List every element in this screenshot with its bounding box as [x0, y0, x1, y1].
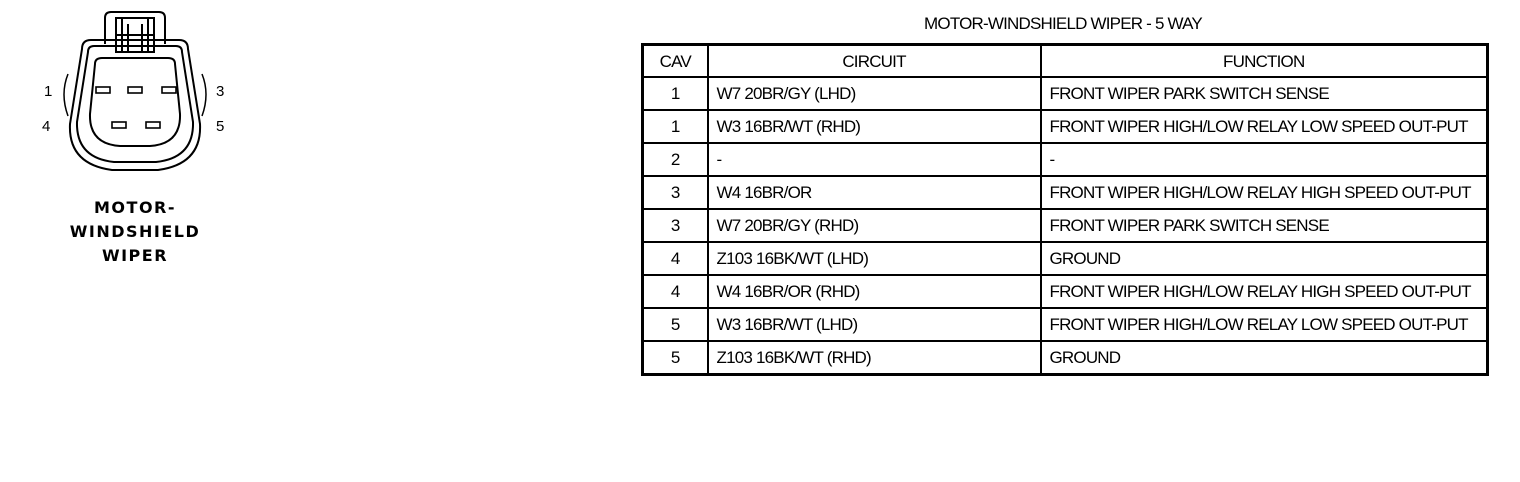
cav-cell: 1 — [641, 76, 709, 111]
pin-label-1: 1 — [44, 83, 52, 100]
connector-housing-outer — [68, 39, 202, 171]
function-cell: FRONT WIPER HIGH/LOW RELAY HIGH SPEED OU… — [1039, 274, 1489, 309]
pin-label-4: 4 — [42, 118, 50, 135]
pin-3-slot — [161, 86, 177, 94]
function-cell: FRONT WIPER PARK SWITCH SENSE — [1039, 208, 1489, 243]
cav-cell: 3 — [641, 208, 709, 243]
connector-housing-inner — [75, 45, 195, 163]
function-cell: FRONT WIPER HIGH/LOW RELAY HIGH SPEED OU… — [1039, 175, 1489, 210]
circuit-cell: W4 16BR/OR (RHD) — [706, 274, 1042, 309]
cav-cell: 2 — [641, 142, 709, 177]
connector-latch — [104, 11, 166, 44]
cav-cell: 1 — [641, 109, 709, 144]
table-header-row: CAV CIRCUIT FUNCTION — [641, 43, 1489, 78]
circuit-cell: W3 16BR/WT (LHD) — [706, 307, 1042, 342]
circuit-cell: W3 16BR/WT (RHD) — [706, 109, 1042, 144]
connector-diagram: 1 3 4 5 — [30, 4, 260, 184]
connector-cavity — [88, 57, 182, 147]
connector-name-line: WIPER — [101, 246, 169, 265]
connector-name: MOTOR- WINDSHIELD WIPER — [40, 196, 230, 268]
function-cell: - — [1039, 142, 1489, 177]
function-cell: GROUND — [1039, 241, 1489, 276]
pin-4-slot — [111, 121, 127, 129]
connector-name-line: MOTOR- — [94, 198, 176, 217]
connector-side-rib-right — [201, 73, 207, 117]
function-cell: GROUND — [1039, 340, 1489, 376]
pin-1-slot — [95, 86, 111, 94]
table-row: 2-- — [641, 142, 1489, 177]
circuit-cell: W7 20BR/GY (LHD) — [706, 76, 1042, 111]
circuit-cell: Z103 16BK/WT (RHD) — [706, 340, 1042, 376]
cav-cell: 5 — [641, 340, 709, 376]
circuit-cell: W7 20BR/GY (RHD) — [706, 208, 1042, 243]
cav-cell: 4 — [641, 274, 709, 309]
circuit-cell: W4 16BR/OR — [706, 175, 1042, 210]
header-circuit: CIRCUIT — [706, 43, 1042, 78]
header-function: FUNCTION — [1039, 43, 1489, 78]
pin-label-3: 3 — [216, 83, 224, 100]
cav-cell: 4 — [641, 241, 709, 276]
function-cell: FRONT WIPER HIGH/LOW RELAY LOW SPEED OUT… — [1039, 307, 1489, 342]
function-cell: FRONT WIPER PARK SWITCH SENSE — [1039, 76, 1489, 111]
table-title: MOTOR-WINDSHIELD WIPER - 5 WAY — [924, 14, 1203, 33]
pin-label-5: 5 — [216, 118, 224, 135]
function-cell: FRONT WIPER HIGH/LOW RELAY LOW SPEED OUT… — [1039, 109, 1489, 144]
circuit-cell: Z103 16BK/WT (LHD) — [706, 241, 1042, 276]
pin-5-slot — [145, 121, 161, 129]
cav-cell: 5 — [641, 307, 709, 342]
pin-2-slot — [127, 86, 143, 94]
connector-side-rib-left — [63, 73, 69, 117]
connector-face-drawing: 1 3 4 5 — [42, 11, 224, 171]
circuit-cell: - — [706, 142, 1042, 177]
cav-cell: 3 — [641, 175, 709, 210]
header-cav: CAV — [641, 43, 709, 78]
connector-name-line: WINDSHIELD — [69, 222, 201, 241]
